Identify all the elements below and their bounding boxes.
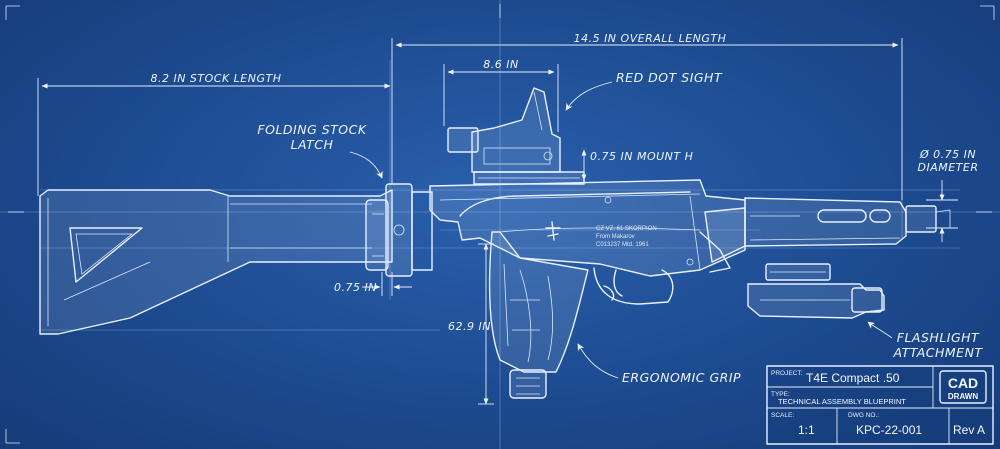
red-dot-sight-label: RED DOT SIGHT (616, 70, 723, 85)
barrel-diameter-line2: DIAMETER (918, 161, 979, 174)
folding-stock-label-line1: FOLDING STOCK (257, 122, 367, 137)
red-dot-sight (447, 87, 585, 185)
badge-line1: CAD (948, 375, 978, 391)
cad-drawn-badge: CAD DRAWN (939, 370, 987, 404)
stock-length-label: 8.2 IN STOCK LENGTH (150, 72, 281, 85)
title-block: PROJECT: T4E Compact .50 TYPE: TECHNICAL… (766, 365, 994, 445)
flashlight-label-line1: FLASHLIGHT (897, 330, 980, 345)
dim-latch-gap: 0.75 IN (334, 272, 412, 296)
callout-ergonomic-grip: ERGONOMIC GRIP (577, 343, 741, 385)
overall-length-label: 14.5 IN OVERALL LENGTH (574, 32, 727, 45)
callout-red-dot-sight: RED DOT SIGHT (565, 70, 723, 111)
receiver-engraving: CZ VZ. 61 SKORPION From Makarov C013237 … (545, 221, 657, 248)
engraving-line3: C013237 Mtd. 1961 (596, 242, 649, 248)
dim-barrel-diameter: Ø 0.75 IN DIAMETER (918, 148, 979, 242)
folding-stock (39, 189, 393, 335)
callout-flashlight: FLASHLIGHT ATTACHMENT (867, 321, 983, 360)
dim-mount-height: 0.75 IN MOUNT H (581, 149, 693, 181)
project-value: T4E Compact .50 (806, 371, 900, 385)
dwg-label: DWG NO.: (848, 412, 879, 419)
engraving-line2: From Makarov (596, 234, 635, 240)
revision-value: Rev A (953, 423, 985, 437)
ergonomic-grip-label: ERGONOMIC GRIP (622, 370, 741, 385)
badge-line2: DRAWN (948, 392, 978, 401)
handguard (704, 197, 951, 263)
engraving-line1: CZ VZ. 61 SKORPION (596, 226, 657, 232)
receiver (429, 179, 746, 277)
scale-value: 1:1 (798, 423, 815, 437)
latch-gap-label: 0.75 IN (334, 281, 377, 294)
trigger-group (593, 267, 674, 305)
folding-stock-label-line2: LATCH (291, 137, 334, 152)
flashlight-label-line2: ATTACHMENT (892, 345, 983, 360)
project-label: PROJECT: (771, 370, 803, 377)
callout-folding-stock: FOLDING STOCK LATCH (257, 122, 383, 179)
type-value: TECHNICAL ASSEMBLY BLUEPRINT (778, 397, 906, 406)
scale-label: SCALE: (771, 412, 794, 419)
mount-height-label: 0.75 IN MOUNT H (590, 150, 693, 163)
grip-height-label: 62.9 IN (448, 320, 491, 333)
dim-grip-height: 62.9 IN (448, 243, 494, 405)
lion-emblem-icon (545, 221, 561, 241)
dim-overall-length: 14.5 IN OVERALL LENGTH (391, 32, 903, 200)
dwg-value: KPC-22-001 (856, 423, 922, 437)
barrel-diameter-line1: Ø 0.75 IN (919, 148, 976, 161)
sight-width-label: 8.6 IN (483, 58, 518, 71)
dim-sight-width: 8.6 IN (443, 58, 559, 132)
flashlight-attachment (747, 263, 885, 319)
folding-stock-latch (365, 183, 433, 277)
ergonomic-grip (488, 231, 589, 399)
type-label: TYPE: (771, 391, 790, 398)
dim-stock-length: 8.2 IN STOCK LENGTH (37, 72, 391, 196)
